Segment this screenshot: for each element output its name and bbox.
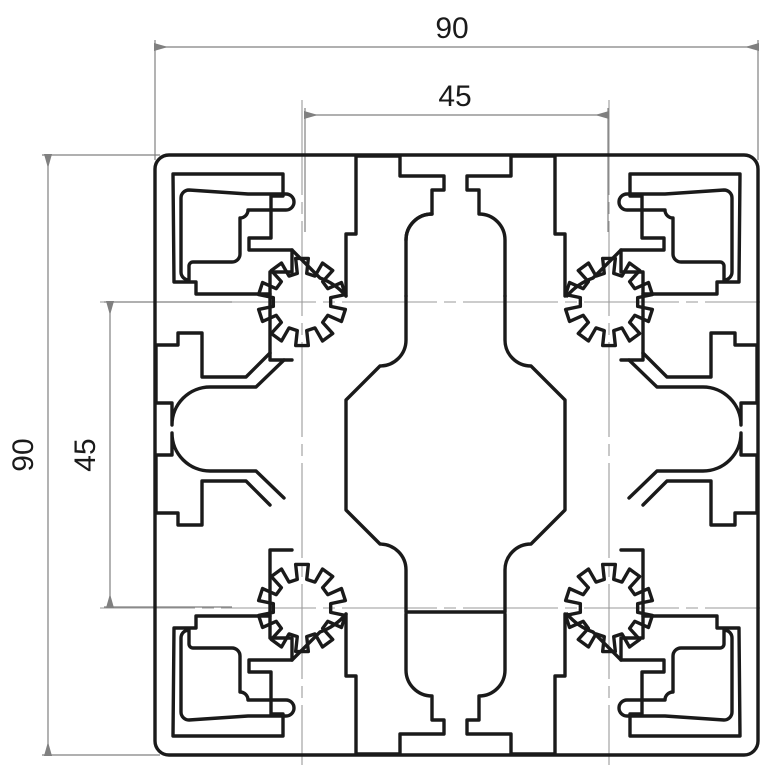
edge-slot-bottom-profile: [344, 612, 446, 756]
dim-label-width-half: 45: [438, 80, 471, 113]
bolt-hole-bottom-right-star: [563, 562, 655, 654]
corner-br-web-lower: [619, 548, 645, 618]
corner-tr-hook-lip: [617, 188, 734, 282]
bolt-hole-bottom-left: [256, 562, 348, 654]
dimension-labels-group: 90 45 90 45: [7, 12, 472, 472]
corner-tl-hook-lip: [179, 188, 296, 282]
bolt-hole-top-left-star: [256, 256, 348, 348]
corner-bl-web-lower: [268, 548, 294, 618]
edge-slot-left-profile: [154, 331, 286, 527]
bolt-hole-top-right: [563, 256, 655, 348]
edge-slot-right-profile: [627, 331, 759, 527]
bolt-hole-bottom-right: [563, 562, 655, 654]
dim-label-width-overall: 90: [435, 12, 468, 45]
edge-t-slot-left: [154, 331, 286, 527]
t-slot-top-center: [344, 154, 567, 298]
bolt-hole-top-left: [256, 256, 348, 348]
t-slot-top-center-wall-right: [465, 154, 567, 298]
edge-t-slot-right: [627, 331, 759, 527]
center-cavity: [344, 294, 567, 614]
corner-br-hook-lip: [617, 628, 734, 722]
dim-label-height-overall: 90: [7, 438, 40, 471]
edge-t-slot-bottom: [344, 612, 567, 756]
bolt-hole-bottom-left-star: [256, 562, 348, 654]
t-slot-top-center-inner-radius: [404, 212, 434, 242]
centerlines-group: [100, 100, 760, 765]
profile-outer-boundary: [153, 153, 760, 757]
bolt-hole-top-right-star: [563, 256, 655, 348]
center-cavity-boundary: [344, 294, 567, 614]
dimensions-group: [42, 40, 760, 757]
edge-slot-bottom-profile-right: [465, 612, 567, 756]
corner-bl-hook-lip: [179, 628, 296, 722]
profile-outline-group: [153, 153, 760, 757]
t-slot-top-center-wall: [344, 154, 446, 298]
dim-label-height-half: 45: [69, 438, 102, 471]
